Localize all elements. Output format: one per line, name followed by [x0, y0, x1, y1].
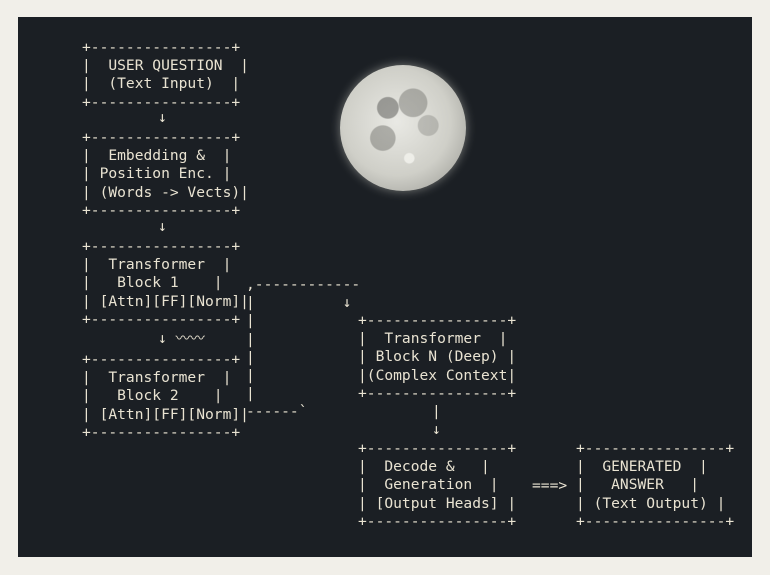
moon-image — [340, 65, 466, 191]
arrow-decode-to-answer: ===> — [532, 477, 568, 494]
node-transformer-block-2: +----------------+ | Transformer | | Blo… — [82, 351, 249, 441]
arrow-question-to-embedding: ↓ — [158, 109, 167, 126]
node-decode-generation: +----------------+ | Decode & | | Genera… — [358, 440, 517, 530]
arrow-embedding-to-block1: ↓ — [158, 218, 167, 235]
node-generated-answer: +----------------+ | GENERATED | | ANSWE… — [576, 440, 735, 530]
node-user-question: +----------------+ | USER QUESTION | | (… — [82, 39, 249, 111]
connector-block2-to-blockn: ,------------ | ↓ | | | | | ------` — [246, 276, 361, 421]
node-transformer-block-n: +----------------+ | Transformer | | Blo… — [358, 312, 517, 402]
arrow-block1-to-block2: ↓ 〰〰 — [158, 330, 205, 347]
node-embedding: +----------------+ | Embedding & | | Pos… — [82, 129, 249, 219]
diagram-canvas: +----------------+ | USER QUESTION | | (… — [18, 17, 752, 557]
arrow-blockn-to-decode: | ↓ — [432, 403, 441, 439]
node-transformer-block-1: +----------------+ | Transformer | | Blo… — [82, 238, 249, 328]
